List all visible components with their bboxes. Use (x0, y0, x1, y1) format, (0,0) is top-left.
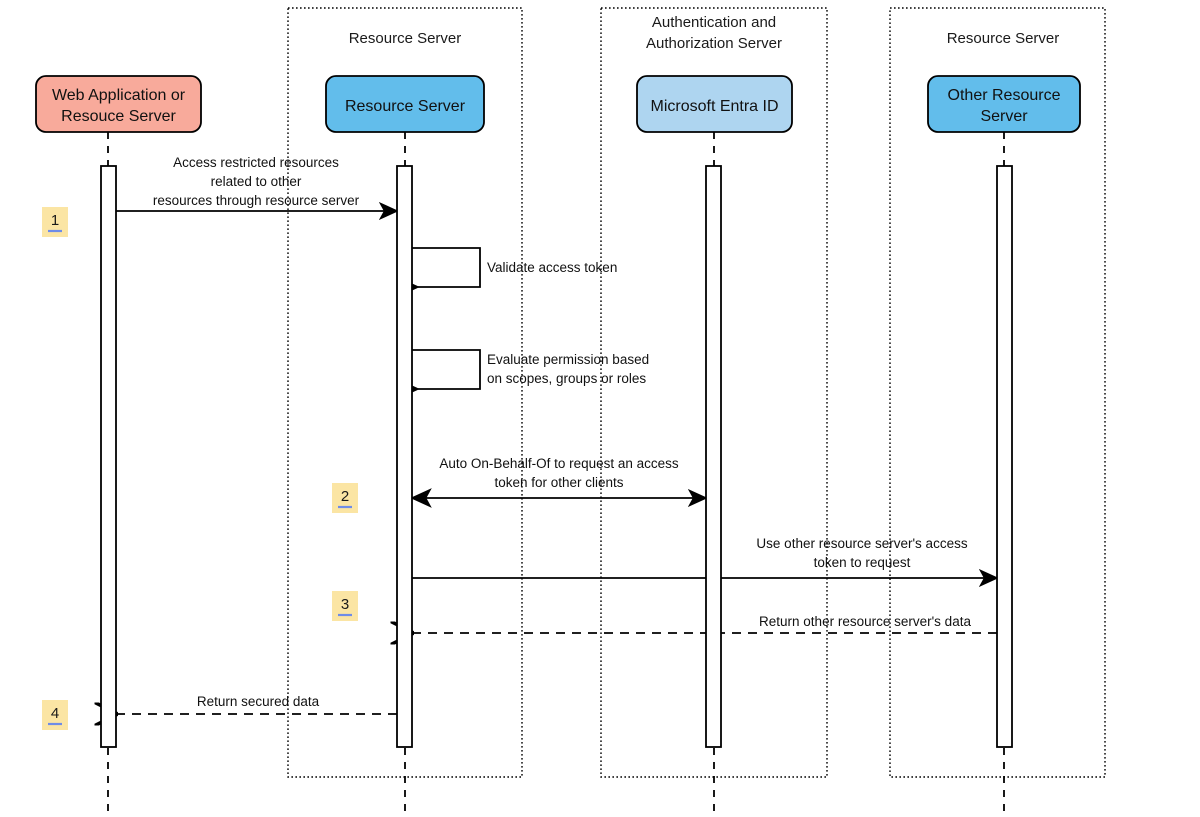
actor-box[interactable] (35, 75, 202, 133)
self-message-arrow (398, 349, 481, 399)
actor-other-resource-server-activation-bar (996, 165, 1013, 748)
step-badge-number: 1 (51, 212, 59, 229)
actor-box[interactable] (325, 75, 485, 133)
message-label: Return other resource server's data (759, 614, 971, 629)
msg-3-return: Return other resource server's data (412, 614, 997, 633)
badge-2[interactable]: 2 (332, 483, 358, 513)
step-badges: 1 2 3 4 (42, 207, 358, 730)
badge-1[interactable]: 1 (42, 207, 68, 237)
group-label: Resource Server (947, 30, 1060, 47)
msg-validate-token: Validate access token (398, 247, 617, 297)
actor-resource-server-activation-bar (396, 165, 413, 748)
actor-label: Resource Server (345, 98, 466, 115)
message-label: Return secured data (197, 694, 320, 709)
actor-resource-server[interactable]: Resource Server (325, 75, 485, 133)
msg-4-return: Return secured data (116, 694, 397, 714)
actor-box[interactable] (927, 75, 1081, 133)
step-badge-number: 4 (51, 705, 59, 722)
actor-box[interactable] (636, 75, 793, 133)
group-label: Resource Server (349, 30, 462, 47)
step-badge-number: 2 (341, 488, 349, 505)
badge-3[interactable]: 3 (332, 591, 358, 621)
actor-label: Microsoft Entra ID (650, 98, 778, 115)
step-badge-number: 3 (341, 596, 349, 613)
actor-web-app-activation-bar (100, 165, 117, 748)
badge-4[interactable]: 4 (42, 700, 68, 730)
activation-bars (100, 165, 1013, 748)
actor-entra-id-activation-bar (705, 165, 722, 748)
self-message-arrow (398, 247, 481, 297)
actor-entra-id[interactable]: Microsoft Entra ID (636, 75, 793, 133)
grp-other-resource-server: Resource Server (889, 7, 1106, 778)
message-label: Validate access token (487, 260, 617, 275)
